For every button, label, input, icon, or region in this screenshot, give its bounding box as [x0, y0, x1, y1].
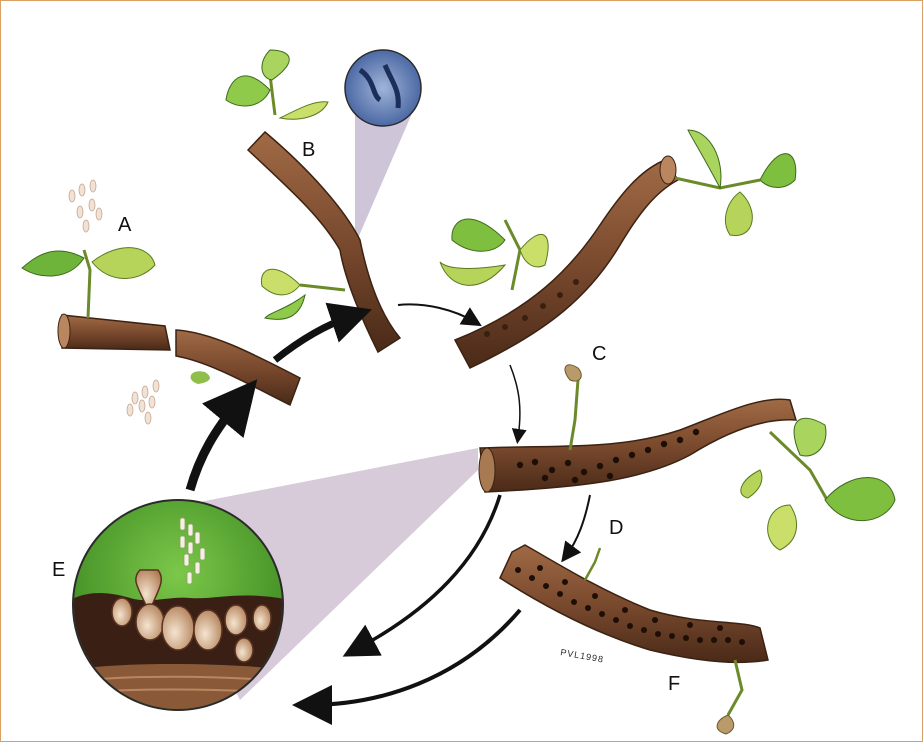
arrow-b-to-c — [398, 304, 475, 322]
arrow-a-to-b — [275, 316, 352, 360]
stage-b-magnified-view — [345, 50, 421, 126]
label-a: A — [118, 214, 132, 236]
stage-c-branch — [440, 130, 796, 368]
stage-a-twig — [22, 248, 300, 405]
arrow-d-to-f — [566, 495, 590, 556]
artist-signature: PVL1998 — [560, 647, 605, 664]
label-f: F — [668, 673, 680, 695]
label-c: C — [592, 343, 606, 365]
stage-f-branch — [500, 545, 768, 734]
label-e: E — [52, 559, 65, 581]
arrow-c-to-d — [510, 365, 520, 438]
arrow-f-to-e — [308, 610, 520, 705]
stage-d-branch — [479, 365, 895, 550]
label-d: D — [609, 517, 623, 539]
stage-a-eggs — [69, 180, 159, 424]
label-b: B — [302, 139, 315, 161]
arrow-e-to-a — [190, 400, 240, 490]
